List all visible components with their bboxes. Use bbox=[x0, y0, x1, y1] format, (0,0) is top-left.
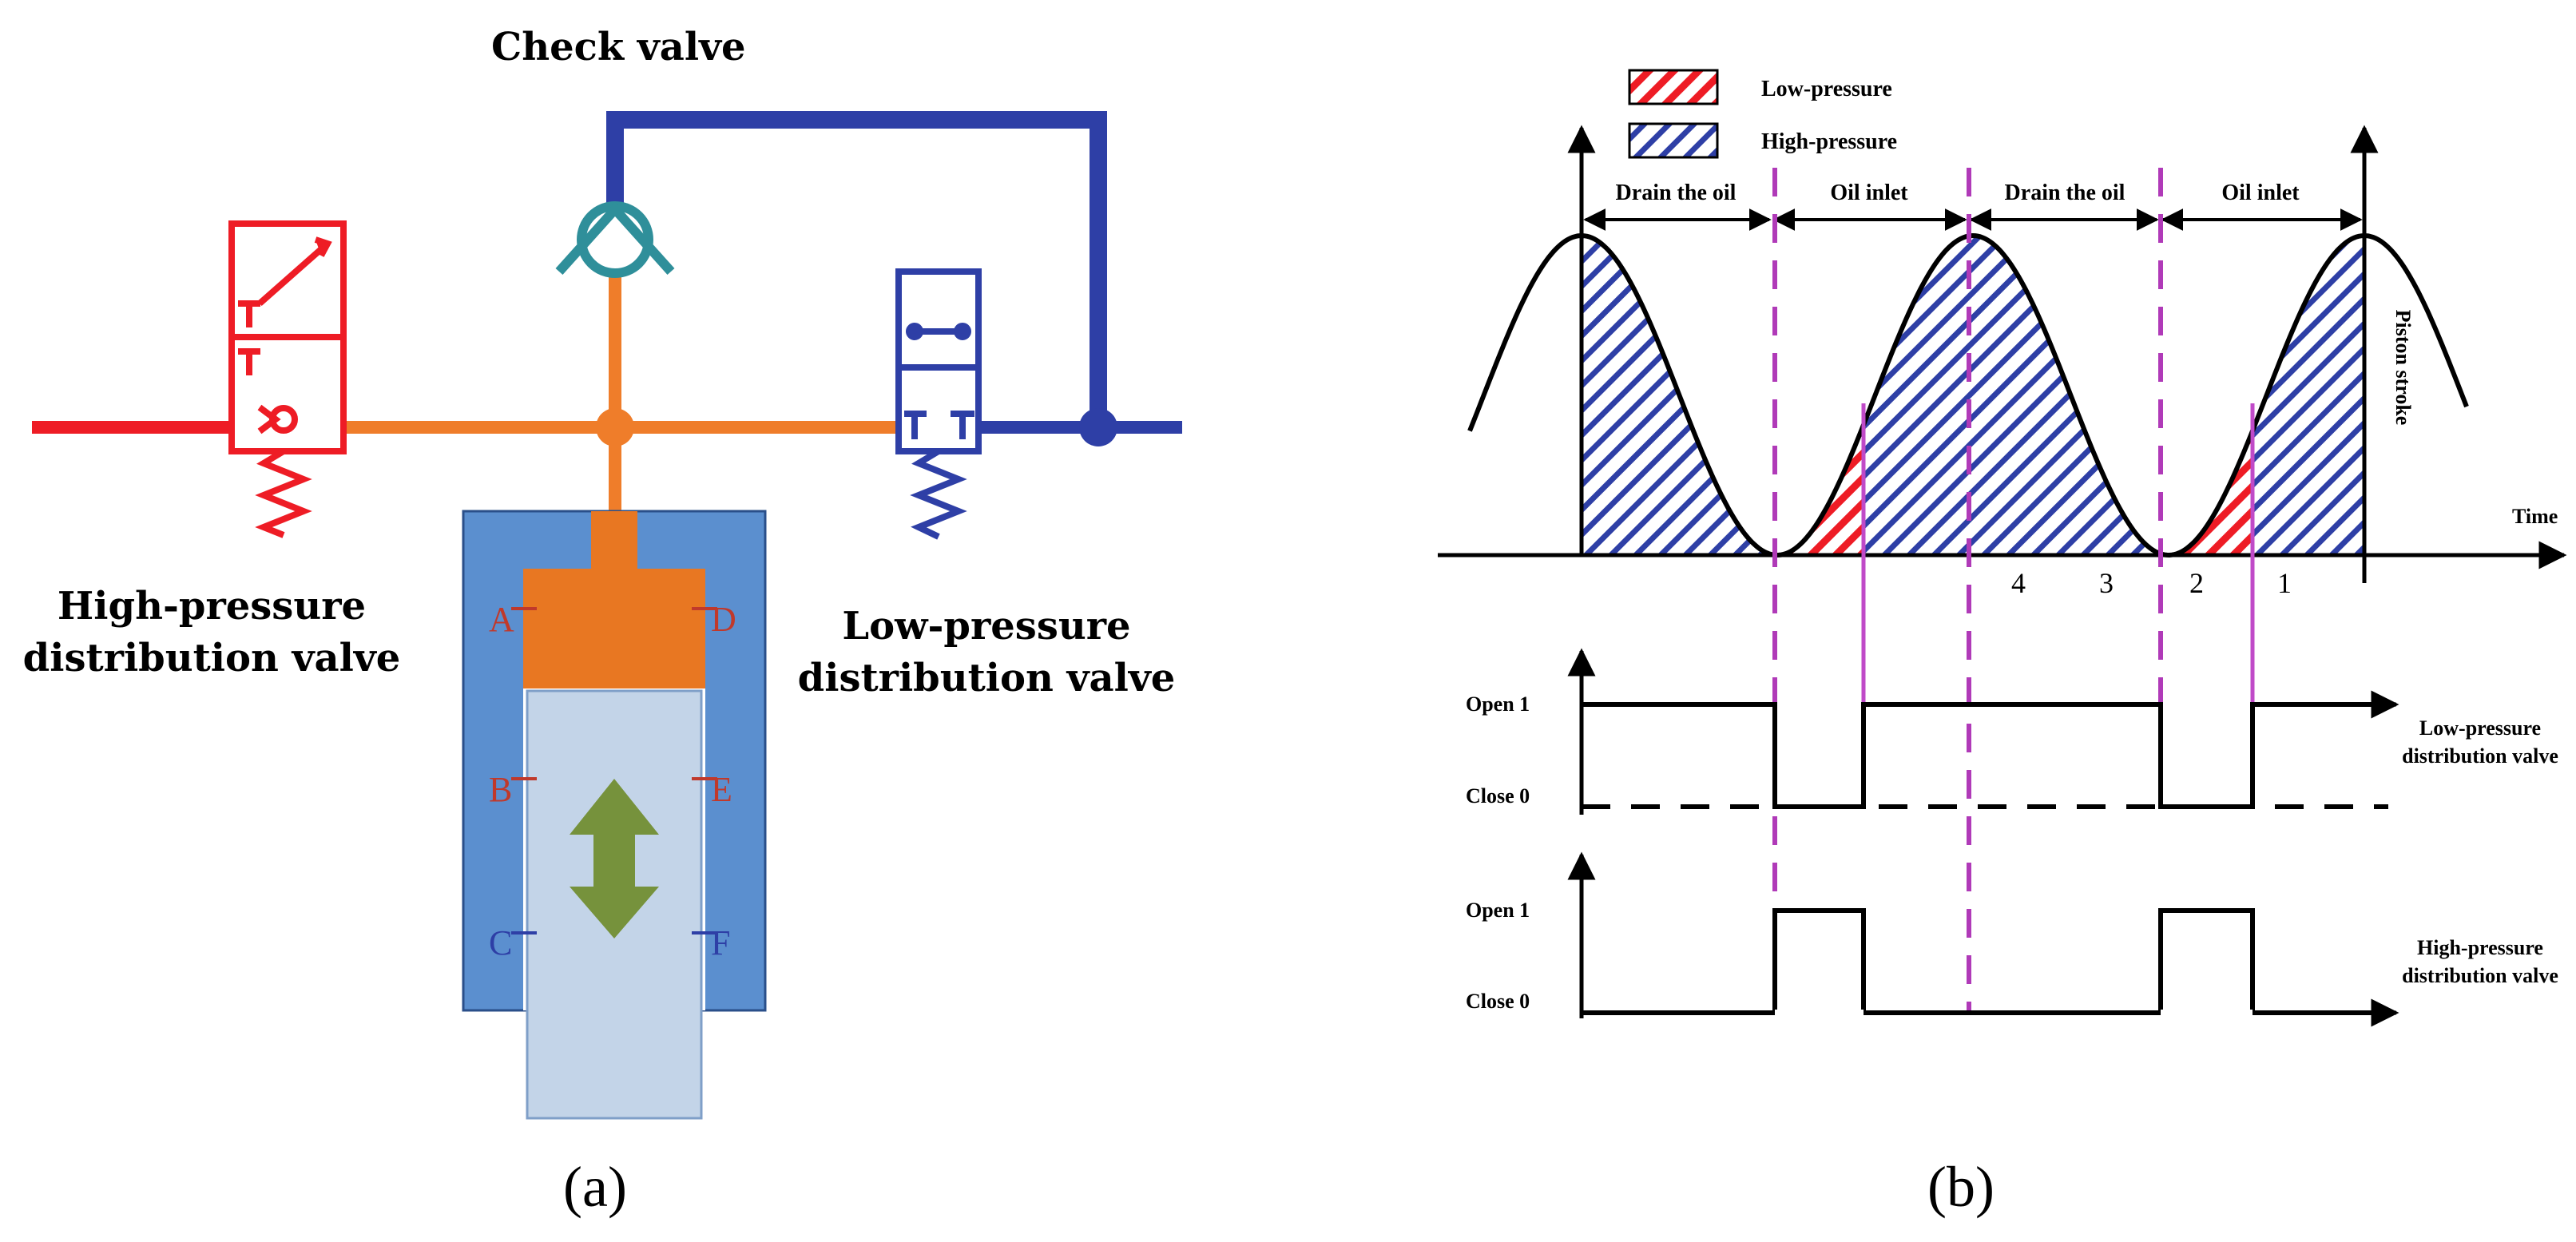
panel-b: Low-pressure High-pressure Drain the oil… bbox=[1438, 69, 2567, 1219]
high-pressure-valve-label-line1: High-pressure bbox=[58, 584, 366, 629]
low-valve-open-label: Open 1 bbox=[1466, 692, 1530, 716]
high-valve-open-label: Open 1 bbox=[1466, 899, 1530, 922]
high-valve-label-line2: distribution valve bbox=[2402, 964, 2558, 987]
low-valve-close-label: Close 0 bbox=[1466, 784, 1530, 807]
port-a-label: A bbox=[489, 600, 514, 639]
return-line bbox=[606, 111, 1107, 427]
region-number-2: 2 bbox=[2189, 567, 2204, 599]
high-valve-signal bbox=[1582, 908, 2384, 1015]
port-ticks bbox=[511, 607, 717, 934]
cylinder bbox=[462, 510, 767, 1120]
double-arrow-icon bbox=[570, 779, 659, 938]
area-low-1 bbox=[1775, 425, 1864, 555]
phase-label-2: Oil inlet bbox=[1830, 181, 1908, 205]
low-valve-signal bbox=[1582, 702, 2384, 809]
low-pressure-valve-symbol bbox=[895, 268, 982, 540]
caption-a: (a) bbox=[563, 1155, 627, 1219]
caption-b: (b) bbox=[1927, 1155, 1995, 1219]
low-valve-label-line1: Low-pressure bbox=[2419, 716, 2541, 740]
area-low-2 bbox=[2165, 431, 2253, 555]
region-number-4: 4 bbox=[2011, 567, 2026, 599]
phase-label-1: Drain the oil bbox=[1616, 181, 1737, 205]
port-e-label: E bbox=[711, 770, 732, 809]
high-pressure-valve-label-line2: distribution valve bbox=[23, 636, 401, 681]
phase-label-3: Drain the oil bbox=[2005, 181, 2125, 205]
low-pressure-junction bbox=[1079, 408, 1117, 446]
y-axis-label: Piston stroke bbox=[2391, 310, 2415, 426]
low-pressure-valve-label-line1: Low-pressure bbox=[842, 604, 1130, 649]
low-pressure-valve-label-line2: distribution valve bbox=[798, 656, 1176, 700]
legend-label-high: High-pressure bbox=[1761, 129, 1897, 154]
high-valve-label-line1: High-pressure bbox=[2417, 936, 2543, 959]
oil-junction bbox=[596, 408, 634, 446]
area-high-2b bbox=[2253, 236, 2364, 555]
region-number-1: 1 bbox=[2277, 567, 2292, 599]
piston bbox=[523, 569, 705, 688]
port-b-label: B bbox=[489, 770, 512, 809]
legend-swatch-high bbox=[1628, 122, 1719, 159]
high-valve-close-label: Close 0 bbox=[1466, 990, 1530, 1013]
region-number-3: 3 bbox=[2099, 567, 2114, 599]
high-pressure-valve-symbol bbox=[228, 220, 347, 538]
port-f-label: F bbox=[711, 923, 730, 962]
low-valve-label-line2: distribution valve bbox=[2402, 744, 2558, 768]
area-high-1b bbox=[1864, 236, 1973, 555]
phase-label-4: Oil inlet bbox=[2221, 181, 2300, 205]
check-valve-symbol bbox=[555, 201, 675, 278]
legend-label-low: Low-pressure bbox=[1761, 77, 1892, 101]
legend-swatch-low bbox=[1628, 69, 1719, 105]
piston-rod-top bbox=[591, 511, 637, 571]
port-c-label: C bbox=[489, 923, 512, 962]
hatched-areas bbox=[1582, 236, 2364, 555]
x-axis-label: Time bbox=[2512, 505, 2558, 528]
port-d-label: D bbox=[711, 600, 736, 639]
check-valve-label: Check valve bbox=[491, 25, 746, 69]
panel-a: Check valve bbox=[23, 25, 1182, 1219]
